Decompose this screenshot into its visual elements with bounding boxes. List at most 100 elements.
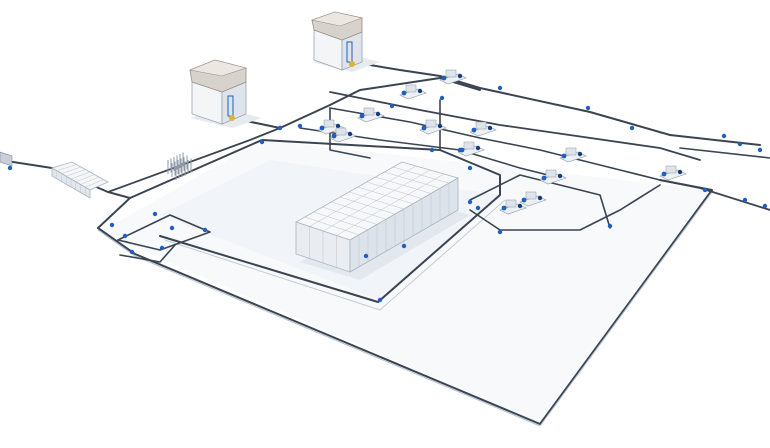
pump-skid xyxy=(519,191,547,207)
rack-lattice-line xyxy=(322,169,431,232)
pump-skid xyxy=(469,121,497,137)
valve-marker xyxy=(202,227,208,233)
pump-skid xyxy=(357,107,385,123)
pump-skid xyxy=(659,165,687,181)
left-edge-fitting-valve xyxy=(7,165,13,171)
rack-lattice-line xyxy=(336,173,445,236)
pipe-inner-loop-shadow xyxy=(164,199,506,311)
pump-skid-valve xyxy=(359,113,365,119)
storage-tank-1 xyxy=(188,59,262,128)
valve-marker xyxy=(439,95,445,101)
valve-marker xyxy=(389,103,395,109)
valve-marker xyxy=(297,123,303,129)
pump-skid-valve xyxy=(331,133,337,139)
valve-marker xyxy=(497,229,503,235)
pipe-right-outlet xyxy=(659,179,770,211)
pump-skid-body xyxy=(323,119,335,128)
valve-marker xyxy=(159,245,165,251)
tank1-roof-top xyxy=(188,59,248,77)
pipe-right-skid-b xyxy=(469,184,661,231)
pump-skid-valve xyxy=(557,173,563,179)
left-rack-lattice-line xyxy=(56,164,77,171)
valve-marker xyxy=(169,225,175,231)
tank2-valve xyxy=(349,61,355,67)
left-rack-lattice-line xyxy=(70,171,91,180)
storage-tank-2 xyxy=(310,11,380,72)
left-edge-fitting-body xyxy=(0,151,13,167)
pump-skid-body xyxy=(463,141,475,150)
pipe-mid-header-2 xyxy=(329,107,661,181)
tank1-valve xyxy=(229,115,235,121)
pump-skid xyxy=(499,199,527,215)
rack-lattice-line xyxy=(309,165,417,227)
pump-skids xyxy=(317,69,687,215)
left-rack-lattice-line xyxy=(75,174,95,182)
pump-skid-valve xyxy=(437,123,443,129)
left-rack-lattice-line xyxy=(66,169,86,177)
pipe-valve-loop-left xyxy=(117,214,211,251)
left-rack-lattice-line xyxy=(61,166,82,174)
valve-marker xyxy=(457,147,463,153)
pump-skid-body xyxy=(425,119,437,128)
valve-marker xyxy=(152,211,158,217)
pump-skid xyxy=(419,119,447,135)
pump-skid-valve xyxy=(347,131,353,137)
pump-skid-valve xyxy=(335,123,341,129)
pump-skid-body xyxy=(505,199,517,208)
pump-skid-body xyxy=(525,191,537,200)
valve-marker xyxy=(401,243,407,249)
valve-marker xyxy=(757,147,763,153)
left-rack-lattice-line xyxy=(80,176,100,185)
pump-skid-valve xyxy=(375,111,381,117)
pump-skid-body xyxy=(665,165,677,174)
pump-skid xyxy=(559,147,587,163)
pump-skid-valve xyxy=(501,205,507,211)
pump-skid-valve xyxy=(457,73,463,79)
pump-skid-valve xyxy=(417,88,423,94)
valve-marker xyxy=(467,165,473,171)
valve-marker xyxy=(122,233,128,239)
valve-marker xyxy=(629,125,635,131)
valve-marker xyxy=(585,105,591,111)
pump-skid-body xyxy=(363,107,375,116)
valve-marker xyxy=(721,133,727,139)
pump-skid-valve xyxy=(517,203,523,209)
left-rack-lattice-line xyxy=(85,179,104,188)
pump-skid-valve xyxy=(661,171,667,177)
pump-skid-body xyxy=(545,169,557,178)
left-frame-rack xyxy=(50,161,109,199)
pipe-left-branch xyxy=(107,127,281,193)
vertical-rod-cluster xyxy=(167,152,192,180)
valve-marker xyxy=(702,187,708,193)
pump-skid-valve xyxy=(521,197,527,203)
valve-marker xyxy=(607,223,613,229)
pipe-right-skid-a xyxy=(469,174,611,229)
pump-skid-body xyxy=(405,84,417,93)
tank2-ladder xyxy=(346,41,353,63)
pipe-inner-loop xyxy=(97,139,501,303)
valve-marker xyxy=(429,147,435,153)
large-rack-lattice xyxy=(304,165,450,268)
pump-skid-valve xyxy=(677,169,683,175)
pipe-tank1-outlet xyxy=(231,77,481,129)
left-edge-fitting xyxy=(0,151,13,171)
pipe-valve-loop-left-2 xyxy=(119,244,176,263)
pump-skid-valve xyxy=(487,125,493,131)
pipe-top-parallel xyxy=(329,91,701,161)
pipe-outer-loop-highlight xyxy=(97,191,713,427)
valve-markers xyxy=(109,85,768,303)
pump-skid xyxy=(439,69,467,85)
pump-skid-valve xyxy=(577,151,583,157)
pump-skid-body xyxy=(335,127,347,136)
tank2-roof-top xyxy=(310,11,364,27)
left-rack-lattice xyxy=(56,164,104,196)
valve-marker xyxy=(129,249,135,255)
pipe-right-outlet-2 xyxy=(679,147,770,159)
valve-marker xyxy=(467,199,473,205)
valve-marker xyxy=(475,205,481,211)
pump-skid xyxy=(399,84,427,100)
valve-marker xyxy=(762,203,768,209)
pump-skid-valve xyxy=(401,90,407,96)
